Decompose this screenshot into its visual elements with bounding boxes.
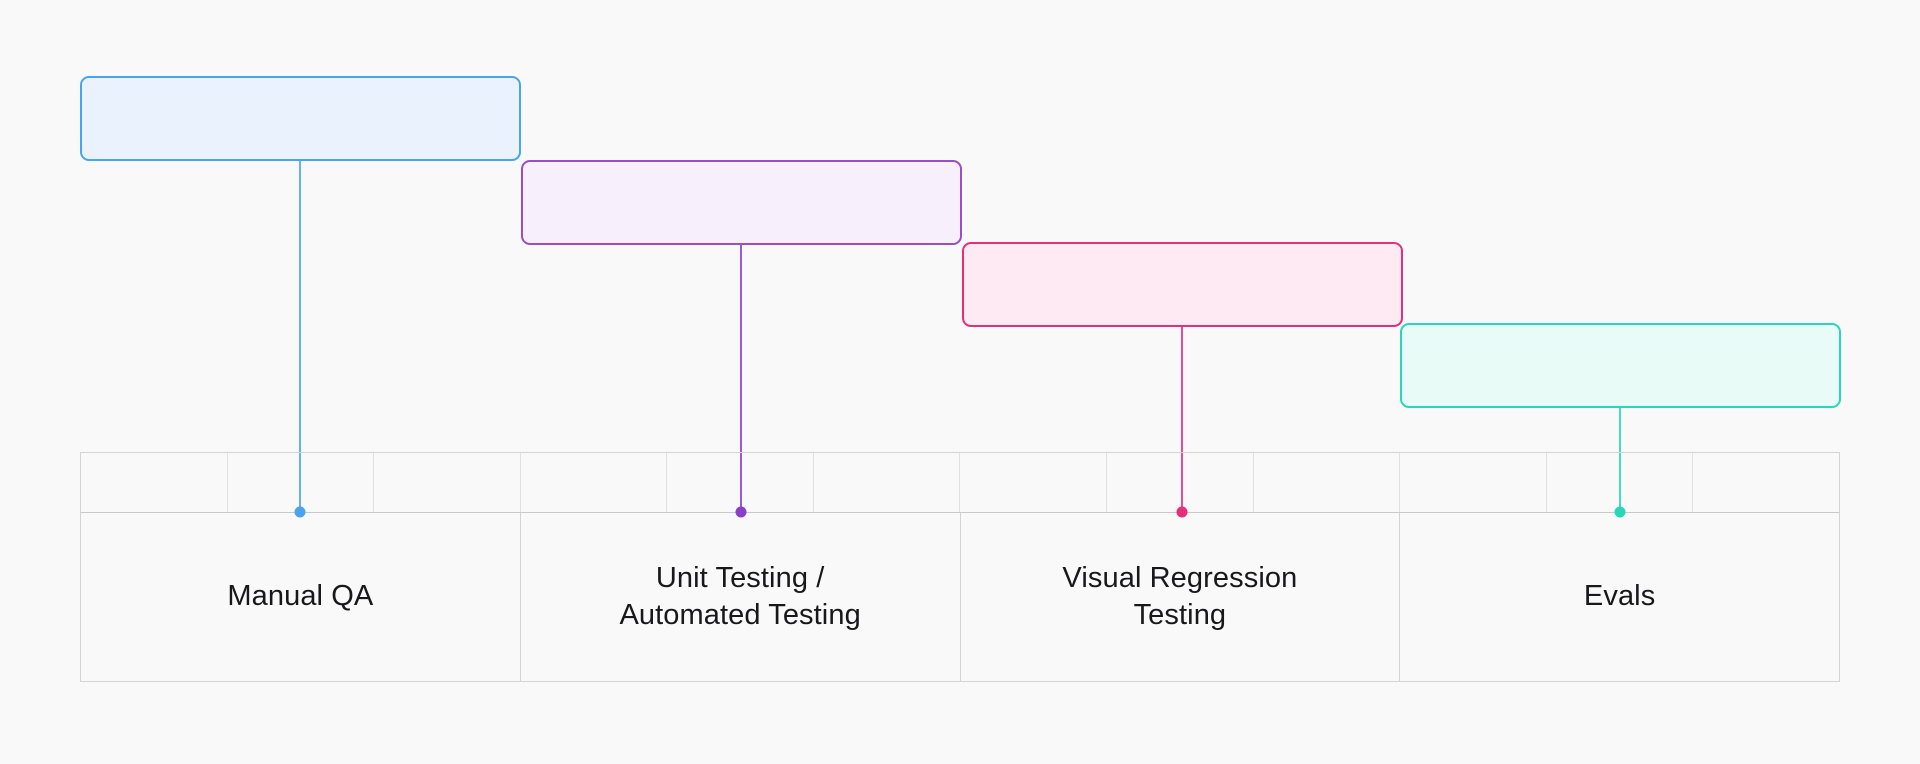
timeline-grid: Manual QA Unit Testing / Automated Testi… bbox=[80, 452, 1840, 682]
stage-box-unit-testing-automated-testing[interactable] bbox=[521, 160, 962, 245]
stage-label-unit-testing-automated-testing: Unit Testing / Automated Testing bbox=[619, 561, 861, 631]
timeline-column-unit-testing-automated-testing[interactable]: Unit Testing / Automated Testing bbox=[521, 513, 961, 681]
stage-label-manual-qa: Manual QA bbox=[227, 580, 374, 613]
tick-cell bbox=[1254, 453, 1401, 512]
tick-cell bbox=[1547, 453, 1694, 512]
timeline-label-row: Manual QA Unit Testing / Automated Testi… bbox=[81, 513, 1839, 681]
timeline-column-evals[interactable]: Evals bbox=[1400, 513, 1839, 681]
tick-cell bbox=[228, 453, 375, 512]
timeline-column-manual-qa[interactable]: Manual QA bbox=[81, 513, 521, 681]
connector-line-manual-qa bbox=[299, 161, 301, 512]
tick-cell bbox=[667, 453, 814, 512]
tick-cell bbox=[814, 453, 961, 512]
connector-dot-evals bbox=[1614, 506, 1626, 518]
tick-cell bbox=[1107, 453, 1254, 512]
tick-cell bbox=[1693, 453, 1839, 512]
connector-dot-manual-qa bbox=[294, 506, 306, 518]
stage-box-manual-qa[interactable] bbox=[80, 76, 521, 161]
stage-label-visual-regression-testing: Visual Regression Testing bbox=[1062, 561, 1298, 631]
connector-dot-visual-regression-testing bbox=[1176, 506, 1188, 518]
stage-label-evals: Evals bbox=[1583, 580, 1656, 613]
connector-line-unit-testing-automated-testing bbox=[740, 245, 742, 512]
tick-cell bbox=[374, 453, 521, 512]
connector-dot-unit-testing-automated-testing bbox=[735, 506, 747, 518]
timeline-column-visual-regression-testing[interactable]: Visual Regression Testing bbox=[961, 513, 1401, 681]
stage-box-visual-regression-testing[interactable] bbox=[962, 242, 1403, 327]
tick-cell bbox=[81, 453, 228, 512]
tick-cell bbox=[521, 453, 668, 512]
timeline-tick-row bbox=[81, 453, 1839, 513]
connector-line-evals bbox=[1619, 408, 1621, 512]
tick-cell bbox=[1400, 453, 1547, 512]
tick-cell bbox=[960, 453, 1108, 512]
stage-box-evals[interactable] bbox=[1400, 323, 1841, 408]
connector-line-visual-regression-testing bbox=[1181, 327, 1183, 512]
